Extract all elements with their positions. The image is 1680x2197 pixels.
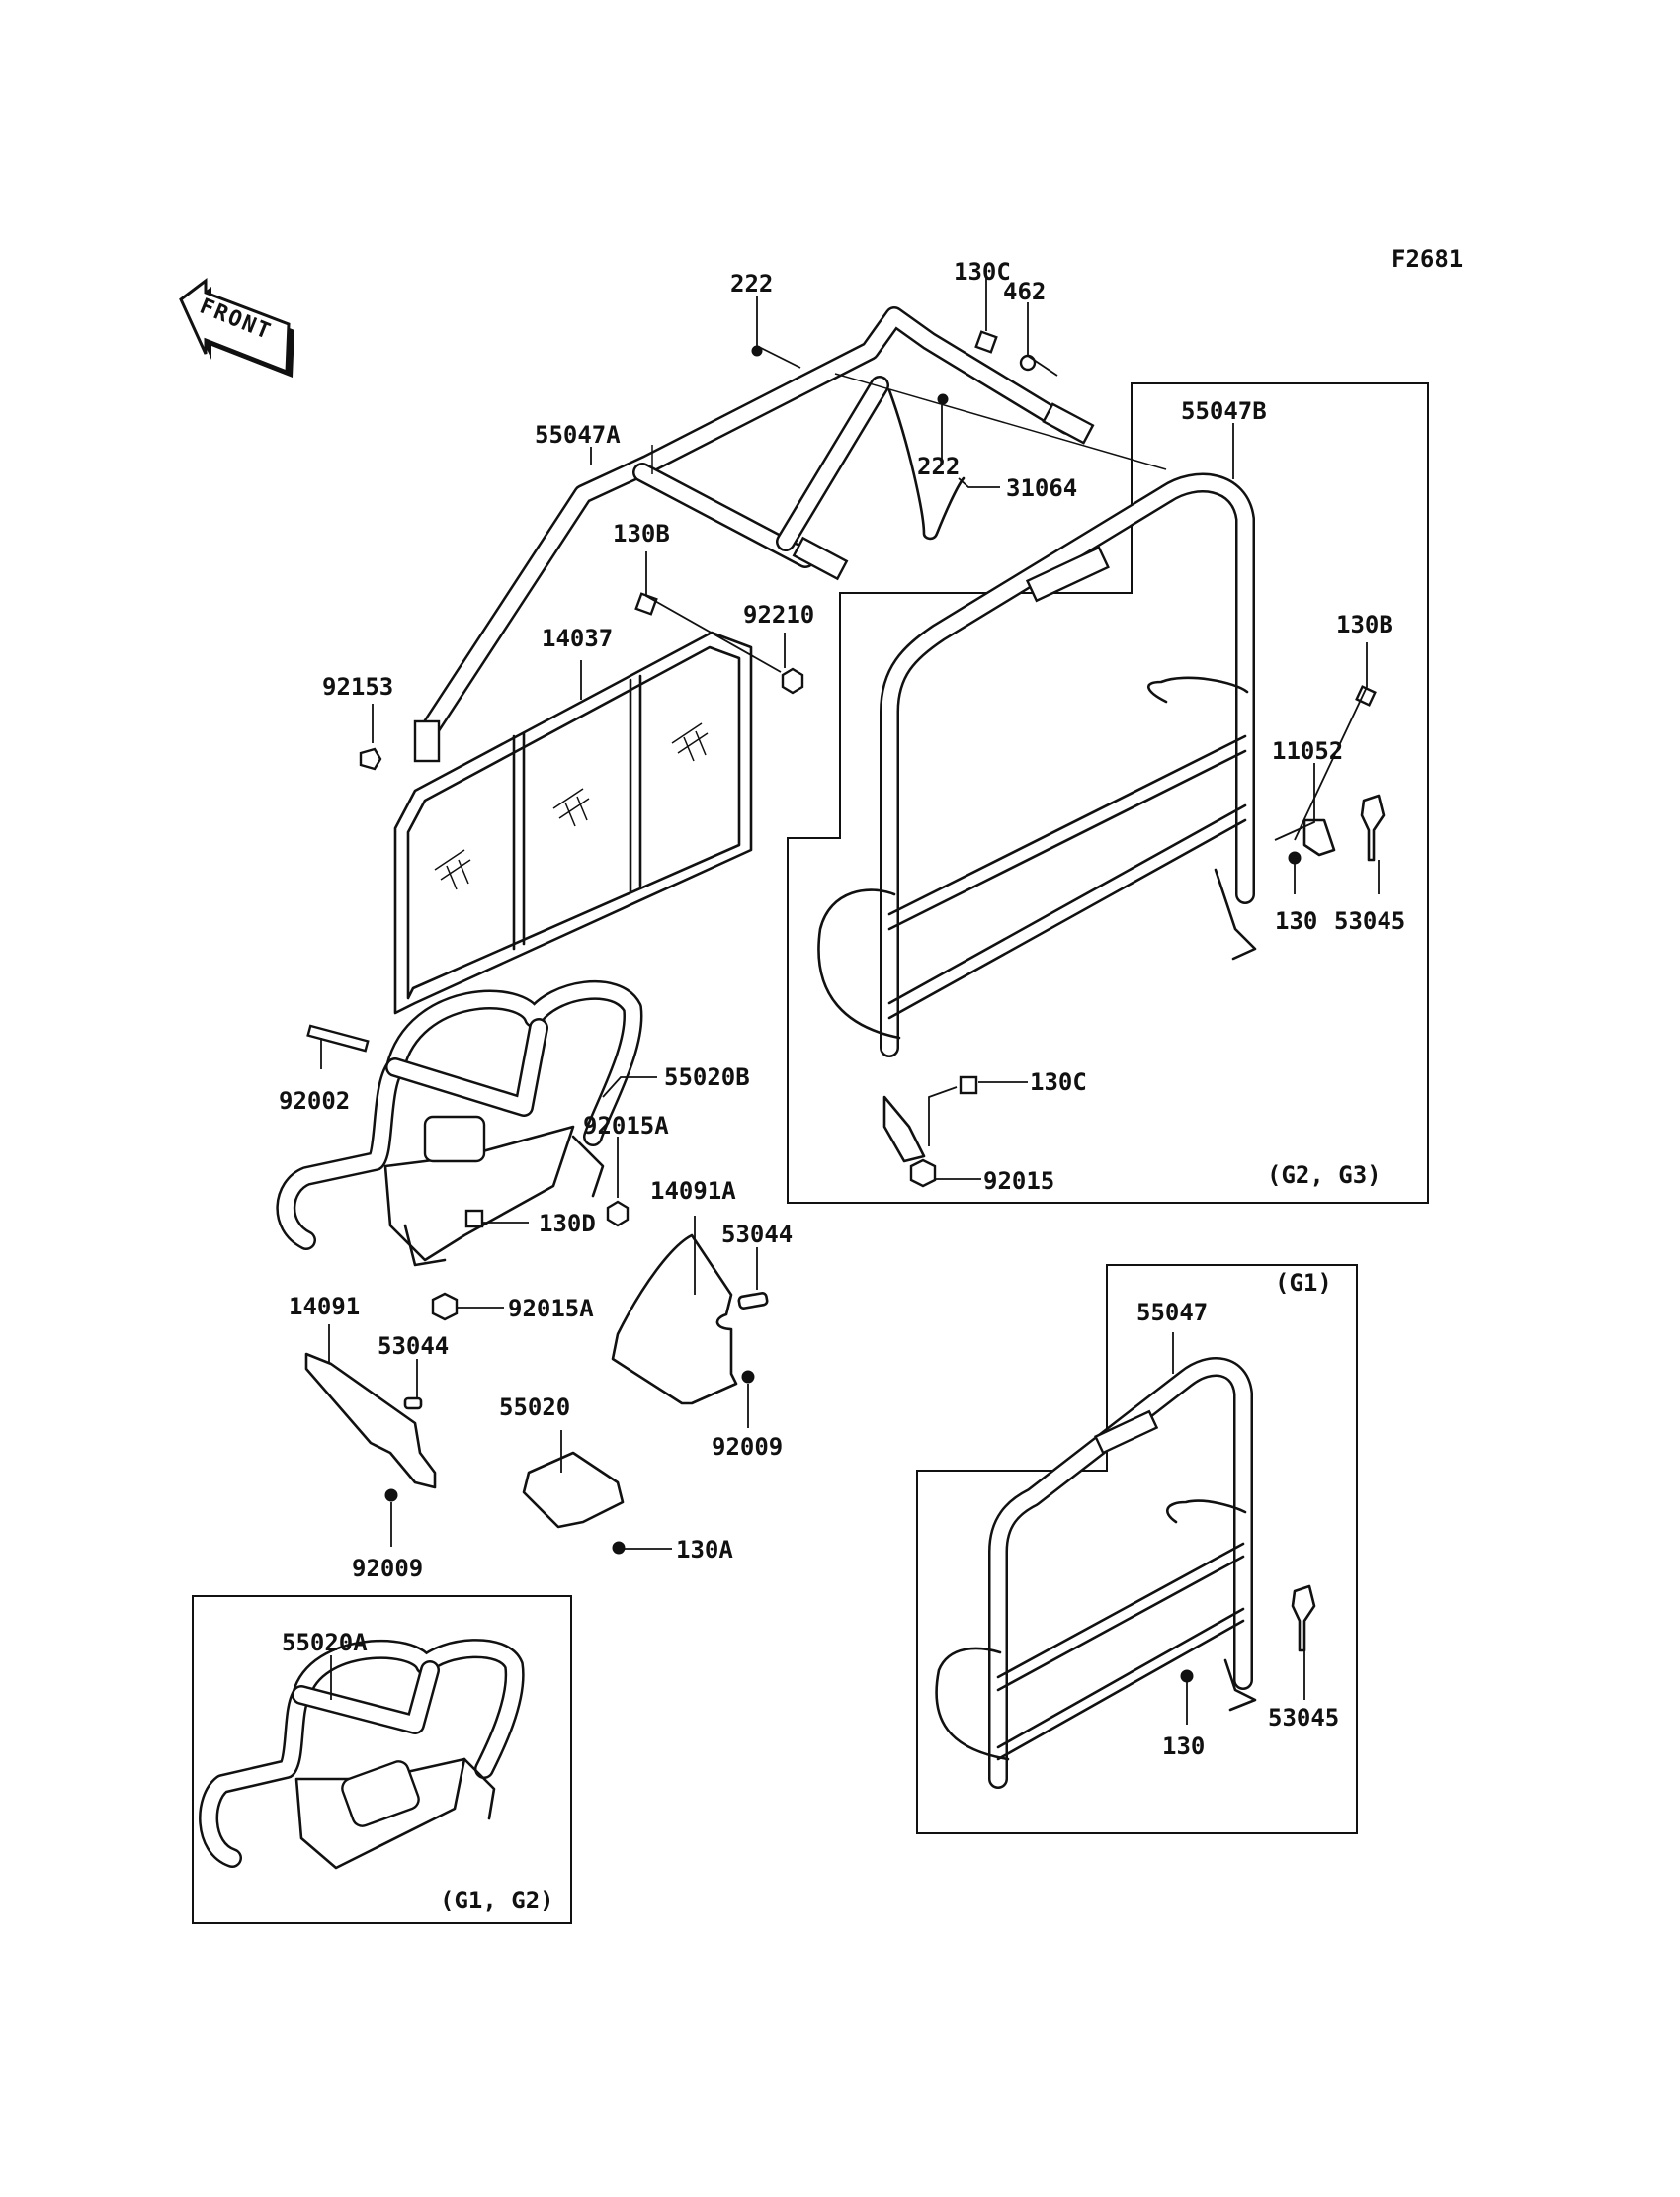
label-55047b: 55047B: [1181, 397, 1267, 425]
label-130-right: 130: [1275, 907, 1317, 935]
label-14037: 14037: [542, 625, 613, 652]
group-label-g1: (G1): [1275, 1269, 1332, 1297]
latch-53045-upper: [1360, 794, 1386, 862]
label-130a: 130A: [676, 1536, 733, 1563]
label-130c-lower: 130C: [1030, 1068, 1087, 1096]
front-arrow-icon: FRONT: [179, 277, 294, 378]
label-92009-left: 92009: [352, 1555, 423, 1582]
label-11052: 11052: [1272, 737, 1343, 765]
label-130d: 130D: [539, 1210, 596, 1237]
label-92015a-lower: 92015A: [508, 1295, 594, 1322]
group-label-g2-g3: (G2, G3): [1267, 1161, 1382, 1189]
label-53045-lower: 53045: [1268, 1704, 1339, 1732]
clip-53044-left: [403, 1396, 423, 1410]
rear-frame-55047b: [817, 472, 1257, 1163]
label-55047: 55047: [1136, 1299, 1208, 1326]
group-label-g1-g2: (G1, G2): [440, 1887, 554, 1914]
label-130b-left: 130B: [613, 520, 670, 548]
bracket-11052: [1302, 818, 1336, 857]
leader-lines: [320, 267, 1380, 1725]
cover-14091a: [611, 1233, 738, 1405]
label-92015: 92015: [983, 1167, 1054, 1195]
label-55020b: 55020B: [664, 1063, 750, 1091]
label-92009-right: 92009: [712, 1433, 783, 1461]
front-bumper-55020a: [199, 1639, 525, 1870]
figure-code: F2681: [1391, 245, 1463, 273]
label-130b-right: 130B: [1336, 611, 1393, 638]
label-53045-right: 53045: [1334, 907, 1405, 935]
clip-53044-right: [737, 1291, 769, 1310]
label-92210: 92210: [743, 601, 814, 629]
label-92015a-upper: 92015A: [583, 1112, 669, 1140]
fasteners: [306, 330, 1377, 1683]
latch-53045-lower: [1291, 1584, 1316, 1652]
label-222-mid: 222: [917, 453, 960, 480]
label-14091: 14091: [289, 1293, 360, 1320]
part-labels: 222 130C 462 55047A 55047B 222 31064 130…: [279, 258, 1405, 1760]
strap-31064: [887, 388, 966, 541]
label-92153: 92153: [322, 673, 393, 701]
cover-14091: [304, 1352, 437, 1489]
group-box-g1: [916, 1264, 1358, 1834]
front-bumper-55020b: [276, 979, 643, 1267]
label-130-lower: 130: [1162, 1732, 1205, 1760]
label-130c-top: 130C: [954, 258, 1011, 286]
label-92002: 92002: [279, 1087, 350, 1115]
label-53044-right: 53044: [721, 1221, 793, 1248]
group-box-g1-g2: [192, 1595, 572, 1924]
label-222-top: 222: [730, 270, 773, 297]
label-55047a: 55047A: [535, 421, 621, 449]
bracket-55020: [522, 1451, 625, 1529]
roof-frame-55047a: [413, 306, 1167, 763]
label-55020a: 55020A: [282, 1629, 368, 1656]
label-53044-left: 53044: [378, 1332, 449, 1360]
rear-frame-55047: [935, 1357, 1257, 1789]
rear-screen-14037: [393, 631, 753, 1015]
label-14091a: 14091A: [650, 1177, 736, 1205]
label-31064: 31064: [1006, 474, 1077, 502]
label-55020: 55020: [499, 1394, 570, 1421]
label-462: 462: [1003, 278, 1046, 305]
